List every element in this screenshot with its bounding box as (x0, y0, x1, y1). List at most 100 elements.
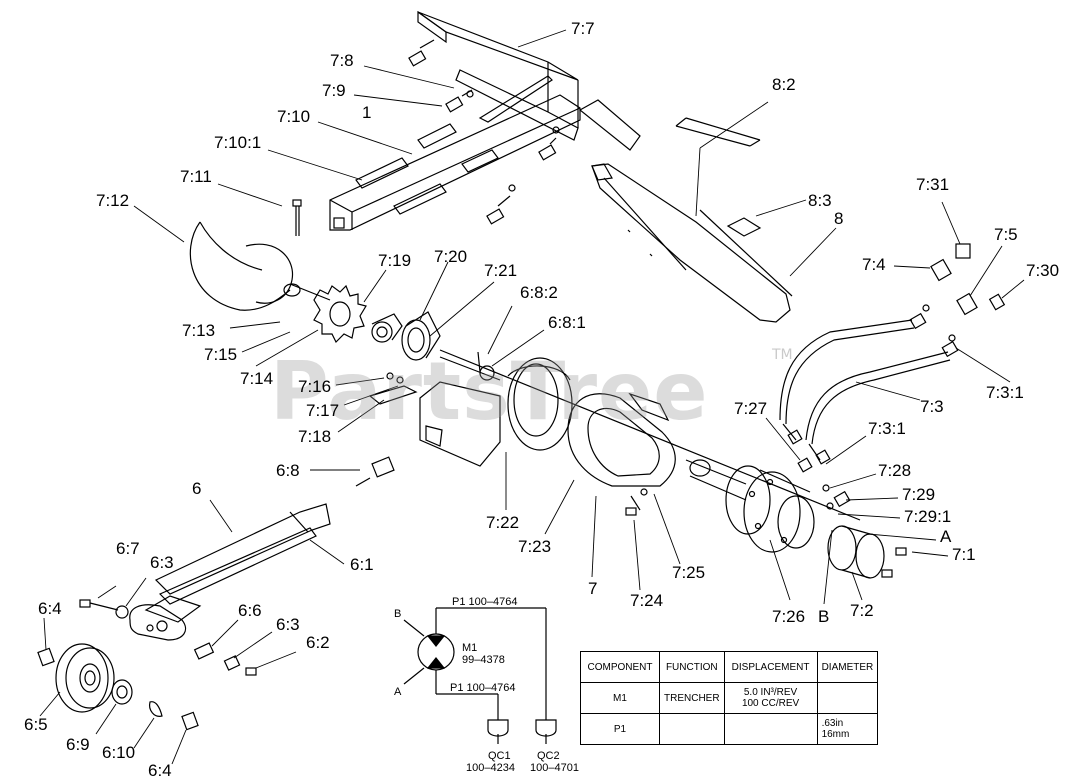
callout-6-5: 6:5 (24, 715, 48, 734)
callout-7-13: 7:13 (182, 321, 216, 340)
callout-8-2: 8:2 (772, 75, 796, 94)
drive-shaft (355, 456, 395, 487)
table-cell: 5.0 IN³/REV 100 CC/REV (723, 682, 818, 714)
hydraulic-schematic (403, 607, 557, 744)
pin-assembly (477, 351, 495, 381)
sprocket (313, 284, 367, 344)
callout-7-11: 7:11 (180, 167, 212, 186)
fittings (922, 243, 1006, 342)
callout-7-4: 7:4 (862, 255, 886, 274)
shaft-axis (439, 349, 861, 521)
table-cell: .63in 16mm (816, 713, 879, 745)
diameter-line-1: .63in (821, 718, 844, 729)
bolt (245, 667, 257, 676)
callout-6-3-left: 6:3 (150, 553, 174, 572)
leader-lines (39, 29, 1025, 765)
diameter-line-2: 16mm (821, 729, 850, 740)
table-cell (816, 682, 879, 714)
callout-7-14: 7:14 (240, 369, 274, 388)
schematic-port-b: B (394, 608, 402, 620)
callout-7-23: 7:23 (518, 537, 552, 556)
qc1-label: QC1 (488, 750, 511, 762)
callout-7-15: 7:15 (204, 345, 238, 364)
callout-7-5: 7:5 (994, 225, 1018, 244)
callout-a: A (940, 527, 952, 546)
callout-6: 6 (192, 479, 202, 498)
callout-8-3: 8:3 (808, 191, 832, 210)
bolt (79, 599, 91, 608)
column-header: DIAMETER (816, 651, 879, 683)
callout-7-30: 7:30 (1026, 261, 1060, 280)
trademark-symbol: TM (772, 347, 793, 363)
callout-7-3-1-upper: 7:3:1 (986, 383, 1024, 402)
callout-7-10-1: 7:10:1 (214, 133, 262, 152)
auger (189, 221, 331, 311)
table-cell: M1 (580, 682, 660, 714)
boom-tube (329, 94, 581, 231)
callout-7-28: 7:28 (878, 461, 912, 480)
bolts-top (408, 39, 560, 225)
cover-bolts (625, 488, 648, 516)
table-row: P1 .63in 16mm (580, 713, 879, 745)
callout-7-7: 7:7 (571, 19, 595, 38)
callout-6-3-right: 6:3 (276, 615, 300, 634)
callout-8: 8 (834, 209, 844, 228)
callout-7-16: 7:16 (298, 377, 332, 396)
callout-7-2: 7:2 (850, 601, 874, 620)
column-header: FUNCTION (659, 651, 725, 683)
callout-7-1: 7:1 (952, 545, 976, 564)
callout-7-29-1: 7:29:1 (904, 507, 952, 526)
schematic-motor-part: 99–4378 (462, 654, 505, 666)
flange-plate (507, 357, 573, 451)
callout-7-27: 7:27 (734, 399, 768, 418)
callout-6-2: 6:2 (306, 633, 330, 652)
hydraulic-motor (685, 459, 815, 553)
table-row: M1 TRENCHER 5.0 IN³/REV 100 CC/REV (580, 682, 879, 714)
schematic-top-line: P1 100–4764 (452, 596, 518, 608)
callout-7-24: 7:24 (630, 591, 664, 610)
watermark: PartsTree (270, 345, 709, 438)
digging-boom (129, 503, 331, 641)
table-cell: TRENCHER (659, 682, 725, 714)
schematic-bottom-line: P1 100–4764 (450, 682, 516, 694)
callout-1: 1 (362, 103, 372, 122)
motor-fittings (797, 457, 851, 510)
callout-6-8-2: 6:8:2 (520, 283, 558, 302)
callout-7-20: 7:20 (434, 247, 468, 266)
callout-b: B (818, 607, 830, 626)
table-header-row: COMPONENT FUNCTION DISPLACEMENT DIAMETER (580, 651, 879, 683)
schematic-port-a: A (394, 686, 402, 698)
retaining-ring (149, 701, 163, 717)
qc2-part: 100–4701 (530, 762, 579, 774)
tension-block (193, 642, 241, 671)
bearing (371, 311, 441, 361)
callout-6-10: 6:10 (102, 743, 136, 762)
idler-wheel (55, 643, 115, 713)
callout-6-7: 6:7 (116, 539, 140, 558)
callout-7-31: 7:31 (916, 175, 950, 194)
callout-7-3-1-lower: 7:3:1 (868, 419, 906, 438)
callout-7-12: 7:12 (96, 191, 130, 210)
callout-6-4-bottom: 6:4 (148, 761, 172, 780)
callout-7-3: 7:3 (920, 397, 944, 416)
column-header: COMPONENT (580, 651, 660, 683)
washer (37, 647, 55, 667)
callout-7-21: 7:21 (484, 261, 518, 280)
qc2-label: QC2 (537, 750, 560, 762)
qc1-part: 100–4234 (466, 762, 515, 774)
callout-6-4-top: 6:4 (38, 599, 62, 618)
hydraulic-hoses (779, 312, 959, 465)
hydraulic-spec-table: COMPONENT FUNCTION DISPLACEMENT DIAMETER… (580, 651, 879, 745)
callout-7-8: 7:8 (330, 51, 354, 70)
callout-6-8: 6:8 (276, 461, 300, 480)
displacement-line-2: 100 CC/REV (741, 698, 800, 709)
callout-7-29: 7:29 (902, 485, 936, 504)
schematic-motor-label: M1 (462, 642, 478, 654)
gear-cover (567, 392, 676, 487)
displacement-line-1: 5.0 IN³/REV (743, 687, 798, 698)
callout-6-8-1: 6:8:1 (548, 313, 586, 332)
callout-7-9: 7:9 (322, 81, 346, 100)
column-header: DISPLACEMENT (723, 651, 818, 683)
frame (578, 99, 793, 323)
